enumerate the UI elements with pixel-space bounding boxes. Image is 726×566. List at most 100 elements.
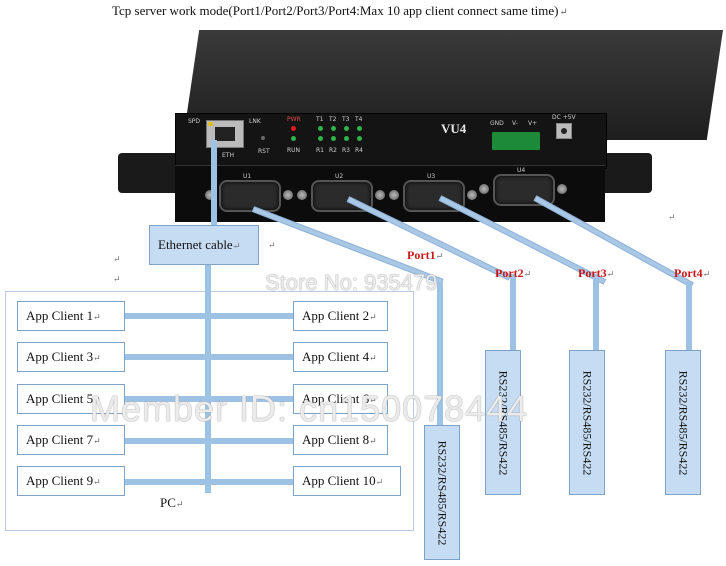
rs-interface-port1: RS232/RS485/RS422 — [424, 425, 460, 560]
app-client-label: App Client 2 — [302, 308, 377, 324]
t3-label: T3 — [342, 116, 350, 123]
device-serial-panel: U1 U2 U3 U4 — [175, 165, 605, 222]
app-client-1: App Client 1 — [17, 301, 125, 331]
dc-label: DC +5V — [552, 114, 576, 121]
port1-label: Port1 — [407, 248, 443, 263]
app-client-label: App Client 8 — [302, 432, 377, 448]
app-client-label: App Client 6 — [302, 391, 377, 407]
screw-icon — [283, 190, 293, 200]
vminus-label: V- — [512, 120, 518, 127]
t2-label: T2 — [329, 116, 337, 123]
screw-icon — [467, 190, 477, 200]
port4-drop — [686, 282, 692, 352]
rs-label: RS232/RS485/RS422 — [676, 370, 691, 475]
u3-label: U3 — [427, 173, 436, 180]
screw-icon — [205, 190, 215, 200]
pwr-led-icon — [291, 126, 296, 131]
app-client-label: App Client 7 — [26, 432, 101, 448]
serial-port-u1-icon: U1 — [219, 173, 281, 212]
ethernet-cable-box: Ethernet cable — [149, 225, 259, 265]
ethernet-cable-line — [211, 140, 217, 232]
screw-icon — [557, 184, 567, 194]
t3-led-icon — [344, 126, 349, 131]
screw-icon — [389, 190, 399, 200]
return-mark: ↵ — [113, 274, 121, 284]
client-link — [125, 354, 295, 360]
rs-label: RS232/RS485/RS422 — [435, 440, 450, 545]
return-mark: ↵ — [268, 240, 276, 250]
port2-label: Port2 — [495, 266, 531, 281]
eth-label: ETH — [222, 152, 234, 159]
rs-interface-port3: RS232/RS485/RS422 — [569, 350, 605, 495]
client-link — [125, 396, 295, 402]
dc-jack-icon — [556, 123, 572, 139]
app-client-9: App Client 9 — [17, 466, 125, 496]
app-client-5: App Client 5 — [17, 384, 125, 414]
r2-label: R2 — [329, 147, 337, 154]
pwr-label: PWR — [287, 116, 301, 123]
r1-label: R1 — [316, 147, 324, 154]
lan-trunk-line — [205, 265, 211, 493]
device-front-panel: SPD LNK ETH RST PWR RUN T1 T2 T3 T4 R1 R… — [175, 113, 607, 169]
ethernet-cable-label: Ethernet cable — [158, 237, 240, 253]
rs-interface-port2: RS232/RS485/RS422 — [485, 350, 521, 495]
member-watermark: Member ID: cn150078444 — [90, 388, 529, 429]
app-client-label: App Client 9 — [26, 473, 101, 489]
screw-icon — [297, 190, 307, 200]
app-client-label: App Client 3 — [26, 349, 101, 365]
app-client-10: App Client 10 — [293, 466, 401, 496]
r2-led-icon — [331, 136, 336, 141]
gnd-label: GND — [490, 120, 504, 127]
app-client-label: App Client 5 — [26, 391, 101, 407]
vplus-label: V+ — [528, 120, 538, 127]
power-terminal-block — [492, 132, 540, 150]
u2-label: U2 — [335, 173, 344, 180]
r4-led-icon — [357, 136, 362, 141]
t2-led-icon — [331, 126, 336, 131]
client-link — [125, 438, 295, 444]
app-client-label: App Client 4 — [302, 349, 377, 365]
app-client-4: App Client 4 — [293, 342, 388, 372]
port3-drop — [593, 278, 599, 352]
run-led-icon — [291, 136, 296, 141]
app-client-6: App Client 6 — [293, 384, 388, 414]
port3-label: Port3 — [578, 266, 614, 281]
u4-label: U4 — [517, 167, 526, 174]
rs-label: RS232/RS485/RS422 — [580, 370, 595, 475]
app-client-label: App Client 1 — [26, 308, 101, 324]
app-client-3: App Client 3 — [17, 342, 125, 372]
ethernet-port-icon — [206, 120, 244, 148]
reset-button[interactable] — [261, 136, 265, 140]
r3-label: R3 — [342, 147, 350, 154]
t1-label: T1 — [316, 116, 324, 123]
pc-label: PC↵ — [160, 495, 184, 510]
client-link — [125, 479, 303, 485]
port2-drop — [510, 274, 516, 352]
rst-label: RST — [258, 148, 270, 155]
run-label: RUN — [287, 147, 301, 154]
r3-led-icon — [344, 136, 349, 141]
return-mark: ↵ — [113, 254, 121, 264]
rs-interface-port4: RS232/RS485/RS422 — [665, 350, 701, 495]
lnk-label: LNK — [249, 118, 261, 125]
t4-led-icon — [357, 126, 362, 131]
t4-label: T4 — [355, 116, 363, 123]
client-link — [125, 313, 295, 319]
diagram-title: Tcp server work mode(Port1/Port2/Port3/P… — [112, 3, 568, 19]
screw-icon — [375, 190, 385, 200]
port4-label: Port4 — [674, 266, 710, 281]
u1-label: U1 — [243, 173, 252, 180]
return-mark: ↵ — [668, 212, 676, 222]
app-client-7: App Client 7 — [17, 425, 125, 455]
app-client-2: App Client 2 — [293, 301, 388, 331]
app-client-label: App Client 10 — [302, 473, 383, 489]
port1-drop — [437, 282, 443, 426]
t1-led-icon — [318, 126, 323, 131]
r1-led-icon — [318, 136, 323, 141]
model-label: VU4 — [441, 121, 467, 136]
store-watermark: Store No: 935479 — [265, 270, 438, 295]
screw-icon — [479, 184, 489, 194]
r4-label: R4 — [355, 147, 363, 154]
spd-label: SPD — [188, 118, 201, 125]
app-client-8: App Client 8 — [293, 425, 388, 455]
